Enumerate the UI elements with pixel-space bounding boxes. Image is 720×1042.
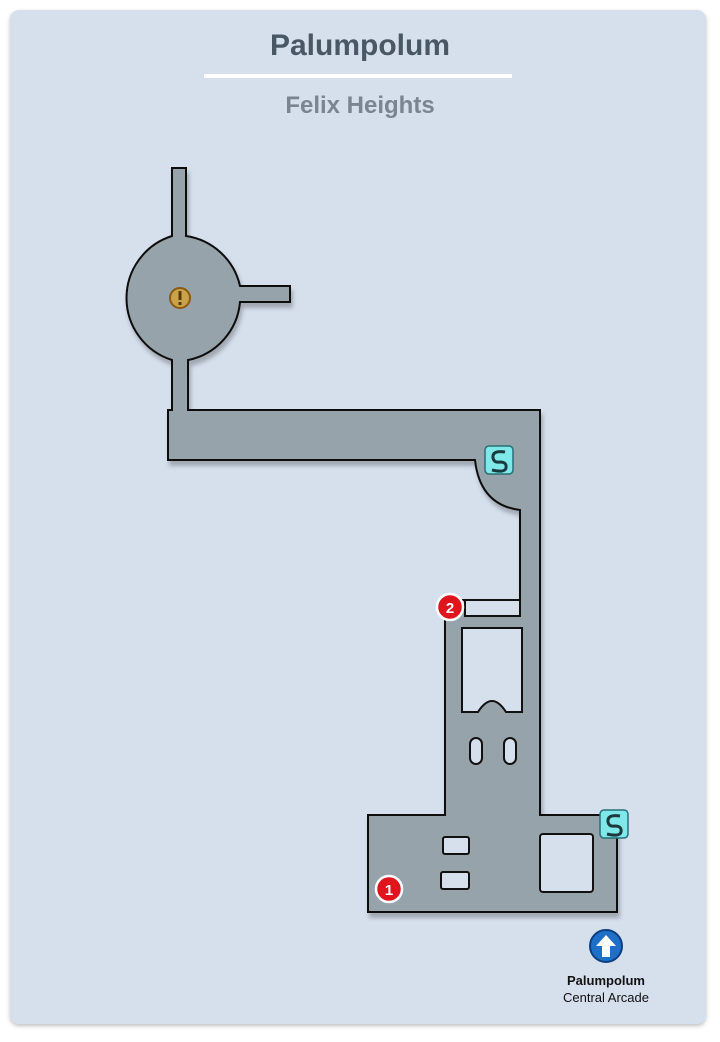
wall-holes [440, 599, 594, 893]
map-subtitle: Felix Heights [285, 92, 435, 119]
marker-1-label: 1 [385, 882, 393, 899]
save-point-icon[interactable] [484, 445, 514, 475]
title-divider [204, 74, 512, 78]
marker-2[interactable]: 2 [435, 592, 465, 622]
warning-icon[interactable] [169, 287, 191, 309]
map-title: Palumpolum [269, 29, 450, 62]
save-point-icon[interactable] [599, 809, 629, 839]
floor-area [125, 167, 618, 913]
exit-destination-name: Palumpolum [566, 973, 645, 988]
exit-arrow-icon[interactable] [589, 929, 623, 963]
marker-2-label: 2 [446, 600, 454, 617]
exit-destination-area: Central Arcade [563, 990, 649, 1005]
marker-1[interactable]: 1 [374, 874, 404, 904]
